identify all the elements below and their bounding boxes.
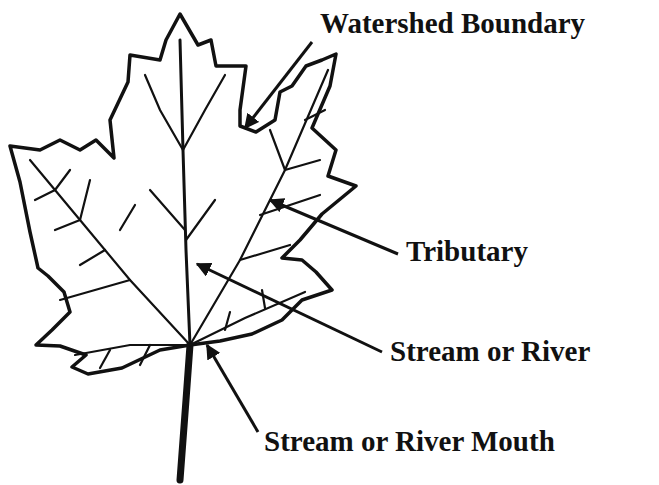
leader-arrows [197, 42, 398, 432]
part-label: Tributary [404, 234, 530, 269]
leaf-outline [10, 14, 356, 374]
part-label: Stream or River Mouth [262, 424, 557, 459]
part-label: Watershed Boundary [318, 6, 587, 41]
leader-arrow [270, 200, 398, 254]
leader-arrow [197, 264, 382, 352]
leaf-stem [180, 345, 190, 480]
leader-arrow [245, 42, 312, 128]
leader-arrow [207, 345, 258, 432]
part-label: Stream or River [388, 334, 592, 369]
